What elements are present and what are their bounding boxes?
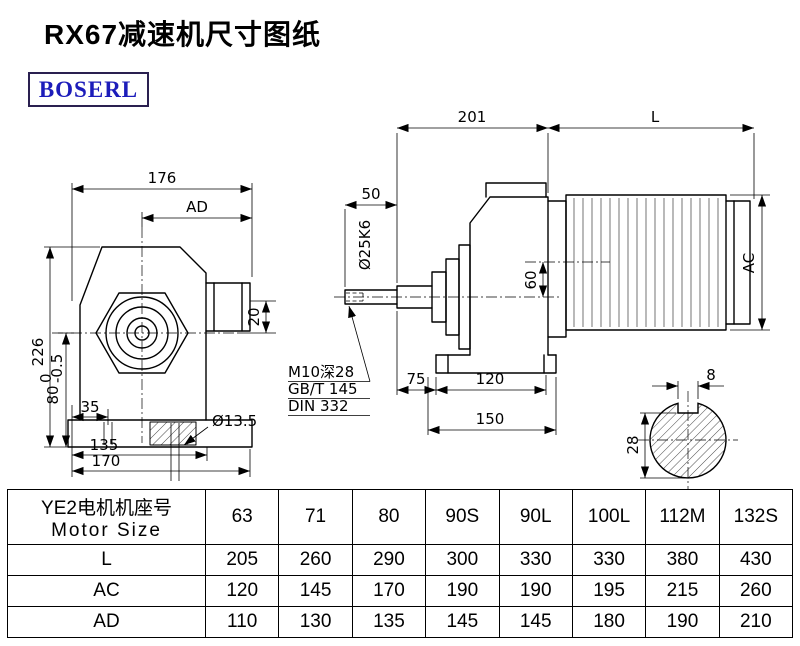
brand-logo: BOSERL — [28, 72, 149, 107]
row-label-AD: AD — [7, 606, 206, 638]
front-dim-35: 35 — [80, 398, 99, 416]
frame-size-col-5: 100L — [571, 489, 647, 545]
cell-AC-2: 170 — [351, 575, 427, 607]
cell-AD-7: 210 — [718, 606, 794, 638]
brand-logo-text: BOSERL — [38, 76, 139, 102]
cell-AD-1: 130 — [278, 606, 353, 638]
side-dim-201: 201 — [458, 108, 487, 126]
table-header-row: YE2电机机座号 Motor Size 63 71 80 90S 90L 100… — [7, 489, 794, 545]
front-view: 176 AD 226 80 0 -0.5 20 35 135 170 Ø13.5 — [29, 169, 276, 481]
cell-AC-1: 145 — [278, 575, 353, 607]
side-gearbox-outline — [344, 182, 751, 374]
cell-AC-6: 215 — [645, 575, 720, 607]
frame-size-col-7: 132S — [718, 489, 794, 545]
frame-size-col-1: 71 — [278, 489, 353, 545]
motor-cooling-fins — [573, 198, 719, 327]
side-standard-gb: GB/T 145 — [288, 380, 358, 398]
cell-AD-2: 135 — [351, 606, 427, 638]
motor-size-header-cn: YE2电机机座号 — [41, 497, 172, 519]
side-dim-60: 60 — [522, 270, 540, 289]
front-dim-80: 80 — [44, 385, 62, 404]
side-dim-150: 150 — [476, 410, 505, 428]
side-view: 201 L 50 Ø25K6 60 AC 75 120 150 M10深28 G… — [288, 108, 770, 435]
dimension-drawing: 176 AD 226 80 0 -0.5 20 35 135 170 Ø13.5 — [29, 108, 770, 489]
side-dim-ac: AC — [740, 253, 758, 273]
side-thread-note: M10深28 — [288, 363, 354, 381]
frame-size-col-3: 90S — [425, 489, 500, 545]
table-row-AD: AD 110 130 135 145 145 180 190 210 — [7, 606, 794, 638]
cell-AC-5: 195 — [571, 575, 647, 607]
shaft-section-outline — [649, 402, 727, 479]
shaft-tapped-hole-hidden — [346, 292, 364, 302]
motor-size-table: YE2电机机座号 Motor Size 63 71 80 90S 90L 100… — [7, 489, 794, 638]
cell-AD-3: 145 — [425, 606, 500, 638]
front-dim-135: 135 — [90, 436, 119, 454]
cell-AC-7: 260 — [718, 575, 794, 607]
side-dimension-lines — [288, 123, 770, 435]
shaft-section-view: 8 28 — [624, 366, 738, 489]
front-centerlines — [52, 227, 238, 443]
page-title: RX67减速机尺寸图纸 — [44, 19, 322, 50]
table-row-AC: AC 120 145 170 190 190 195 215 260 — [7, 575, 794, 607]
side-dim-120: 120 — [476, 370, 505, 388]
side-centerlines — [334, 261, 610, 298]
side-dim-l: L — [651, 108, 660, 126]
section-dim-28: 28 — [624, 435, 642, 454]
cell-L-0: 205 — [204, 544, 280, 576]
table-row-L: L 205 260 290 300 330 330 380 430 — [7, 544, 794, 576]
cell-L-4: 330 — [498, 544, 573, 576]
front-dim-80-tol-lower: -0.5 — [48, 354, 66, 383]
motor-size-header-en: Motor Size — [51, 519, 162, 541]
front-dim-226: 226 — [29, 338, 47, 367]
frame-size-col-2: 80 — [351, 489, 427, 545]
cell-AC-4: 190 — [498, 575, 573, 607]
frame-size-col-4: 90L — [498, 489, 573, 545]
side-standard-din: DIN 332 — [288, 397, 349, 415]
front-dim-80-tol-upper: 0 — [37, 373, 55, 383]
front-dim-176: 176 — [148, 169, 177, 187]
motor-size-header-cell: YE2电机机座号 Motor Size — [7, 489, 206, 545]
cell-AD-0: 110 — [204, 606, 280, 638]
row-label-AC: AC — [7, 575, 206, 607]
cell-L-2: 290 — [351, 544, 427, 576]
front-dim-20: 20 — [245, 307, 263, 326]
cell-AC-0: 120 — [204, 575, 280, 607]
front-dimension-lines — [44, 183, 276, 477]
frame-size-col-6: 112M — [645, 489, 720, 545]
side-dim-75: 75 — [406, 370, 425, 388]
section-dim-8: 8 — [706, 366, 716, 384]
cell-L-3: 300 — [425, 544, 500, 576]
cell-AD-4: 145 — [498, 606, 573, 638]
shaft-section-dimension-lines — [640, 381, 724, 479]
frame-size-col-0: 63 — [204, 489, 280, 545]
cell-AC-3: 190 — [425, 575, 500, 607]
front-dim-hole: Ø13.5 — [212, 412, 257, 430]
front-dim-170: 170 — [92, 452, 121, 470]
cell-L-1: 260 — [278, 544, 353, 576]
cell-AD-6: 190 — [645, 606, 720, 638]
cell-L-5: 330 — [571, 544, 647, 576]
cell-AD-5: 180 — [571, 606, 647, 638]
front-dim-80-group: 80 0 -0.5 — [37, 354, 66, 405]
front-dim-ad: AD — [186, 198, 208, 216]
cell-L-6: 380 — [645, 544, 720, 576]
row-label-L: L — [7, 544, 206, 576]
side-shaft-diameter: Ø25K6 — [356, 220, 374, 270]
cell-L-7: 430 — [718, 544, 794, 576]
side-dim-50: 50 — [361, 185, 380, 203]
